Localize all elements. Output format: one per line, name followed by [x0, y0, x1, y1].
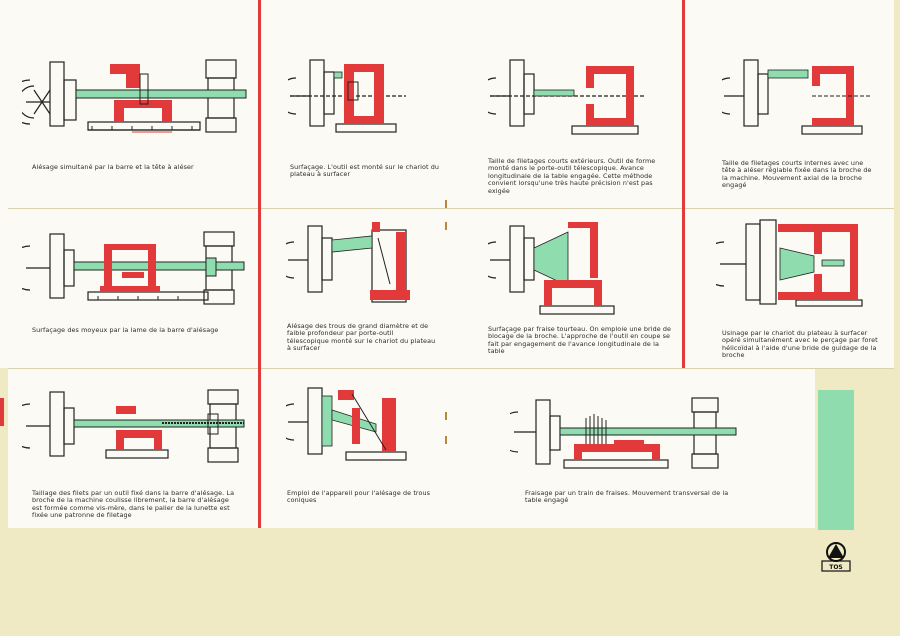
red-divider-left [258, 0, 261, 528]
tos-logo-icon [821, 542, 851, 572]
caption: Alésage simultané par la barre et la têt… [32, 163, 194, 171]
diagram-cell-11 [510, 396, 746, 476]
green-tab [818, 390, 854, 530]
caption: Surfaçage par fraise tourteau. On emploi… [488, 325, 672, 356]
diagram-cell-8 [716, 218, 866, 308]
diagram-cell-5 [22, 228, 252, 318]
machine-diagram [22, 231, 245, 305]
machine-diagram [288, 59, 406, 133]
caption: Fraisage par un train de fraises. Mouvem… [525, 489, 729, 505]
caption: Alésage des trous de grand diamètre et d… [287, 322, 436, 353]
diagram-cell-10 [286, 380, 416, 470]
logo-text: TOS [829, 564, 843, 571]
binding-stitch [445, 222, 447, 230]
diagram-cell-7 [488, 218, 618, 318]
caption: Usinage par le chariot du plateau à surf… [722, 329, 878, 360]
caption: Surfaçage. L'outil est monté sur le char… [290, 163, 440, 179]
row-divider [8, 208, 894, 209]
machine-diagram [722, 59, 870, 135]
diagram-cell-6 [286, 218, 416, 308]
row-divider [8, 368, 894, 369]
tos-logo: TOS [818, 540, 854, 576]
diagram-cell-9 [22, 386, 252, 476]
diagram-cell-4 [722, 50, 872, 140]
machine-diagram [286, 222, 410, 303]
diagram-cell-1 [22, 50, 252, 140]
diagram-cell-2 [288, 50, 408, 140]
caption: Surfaçage des moyeux par la lame de la b… [32, 326, 219, 334]
machine-diagram [22, 389, 245, 463]
machine-diagram [510, 397, 737, 469]
red-edge-mark [0, 398, 4, 426]
machine-diagram [488, 222, 615, 315]
binding-stitch [445, 436, 447, 444]
panel-top [0, 0, 894, 368]
machine-diagram [488, 59, 646, 135]
caption: Taille de filetages courts extérieurs. O… [488, 157, 656, 195]
red-divider-right [682, 0, 685, 368]
machine-diagram [286, 387, 407, 461]
machine-diagram [22, 59, 247, 133]
binding-stitch [445, 200, 447, 208]
binding-stitch [445, 412, 447, 420]
diagram-cell-3 [488, 50, 648, 140]
caption: Taille de filetages courts internes avec… [722, 159, 872, 190]
caption: Emploi de l'appareil pour l'alésage de t… [287, 489, 431, 505]
machine-diagram [716, 219, 863, 307]
caption: Taillage des filets par un outil fixé da… [32, 489, 235, 520]
